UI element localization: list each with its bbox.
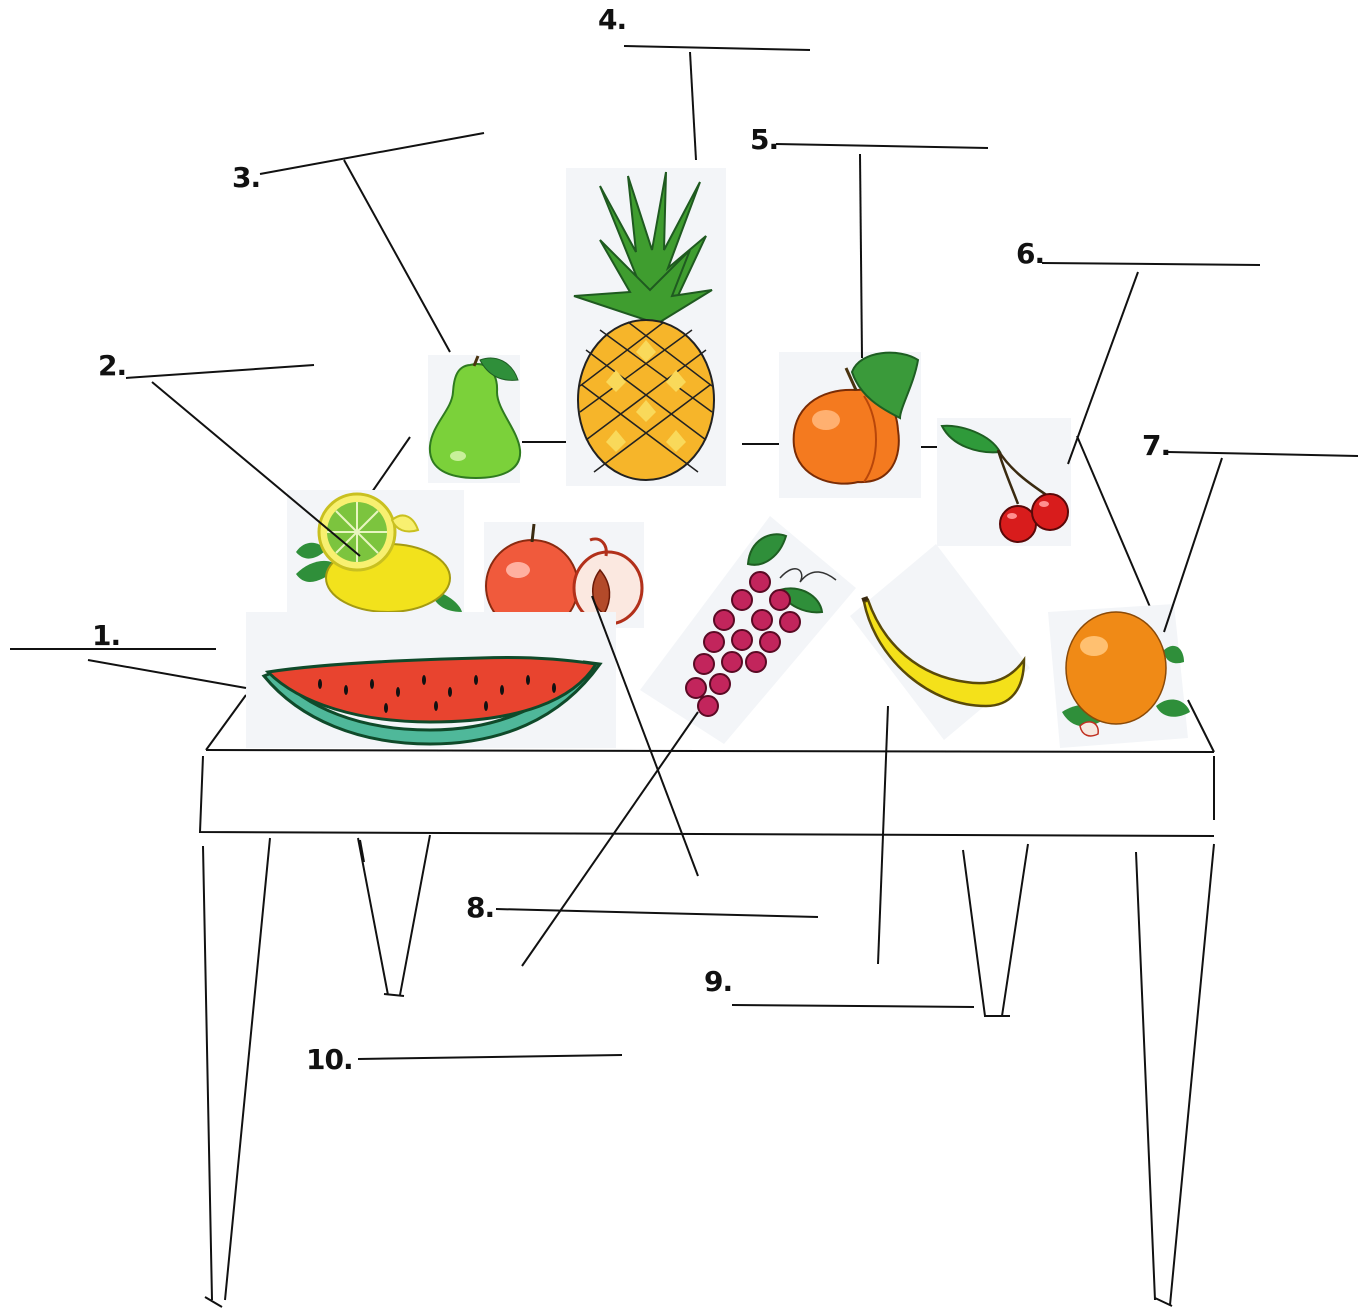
- pineapple-picture: [566, 168, 726, 486]
- label-1: 1.: [92, 622, 120, 650]
- lemon-picture: [287, 490, 464, 616]
- label-7: 7.: [1142, 432, 1170, 460]
- label-4: 4.: [598, 6, 626, 34]
- grapes-picture: [640, 516, 856, 744]
- pear-picture: [428, 355, 520, 483]
- peach-picture: [779, 352, 921, 498]
- label-6: 6.: [1016, 240, 1044, 268]
- banana-picture: [850, 544, 1030, 740]
- orange-picture: [1048, 604, 1190, 748]
- label-10: 10.: [306, 1046, 353, 1074]
- label-9: 9.: [704, 968, 732, 996]
- label-3: 3.: [232, 164, 260, 192]
- cherries-picture: [937, 418, 1071, 546]
- label-8: 8.: [466, 894, 494, 922]
- label-5: 5.: [750, 126, 778, 154]
- watermelon-picture: [246, 612, 616, 748]
- label-2: 2.: [98, 352, 126, 380]
